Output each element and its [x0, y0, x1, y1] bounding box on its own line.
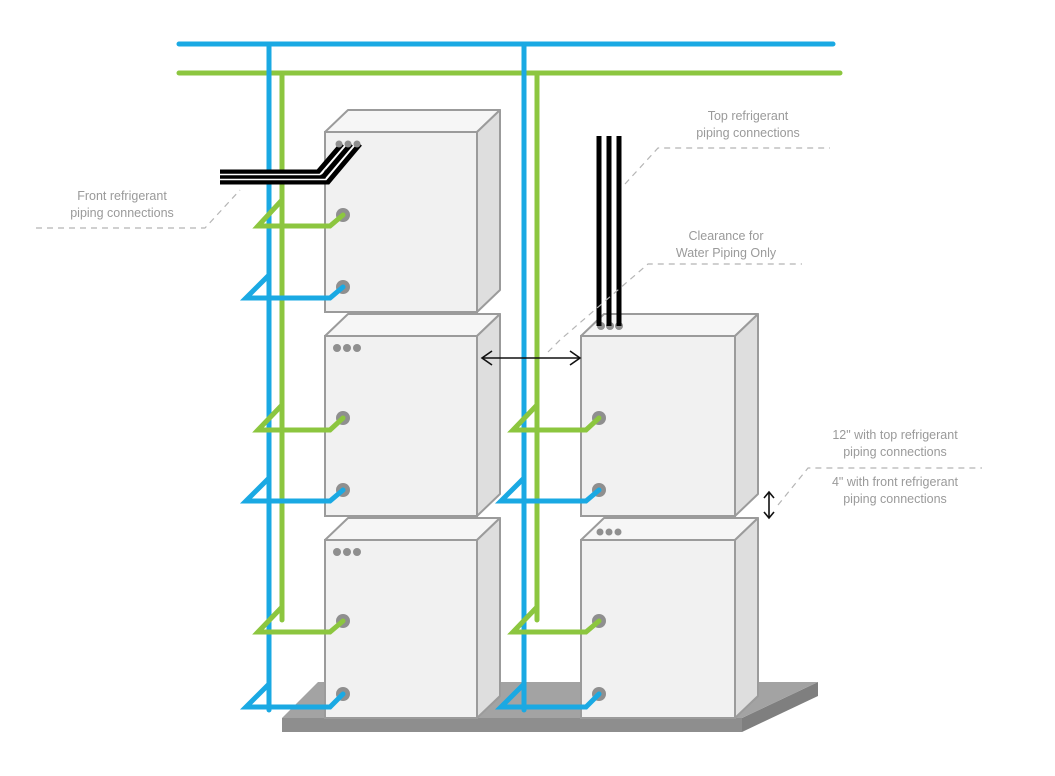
unit-right-middle: [580, 313, 759, 517]
unit-left-top: [324, 109, 501, 313]
label-top-refrigerant-2: piping connections: [696, 126, 800, 140]
unit-left-middle: [324, 313, 501, 517]
vertical-clearance-arrow: [763, 490, 775, 520]
label-vertical-top-2: piping connections: [843, 445, 947, 459]
right-riser-group: [521, 41, 540, 713]
leader-front-refrigerant: [36, 189, 241, 229]
label-top-refrigerant-1: Top refrigerant: [708, 109, 789, 123]
leader-vertical-clearance: [777, 467, 982, 506]
label-clearance-1: Clearance for: [688, 229, 763, 243]
top-refrigerant-pipes: [596, 136, 622, 326]
leader-top-refrigerant: [624, 147, 830, 185]
unit-right-bottom: [580, 517, 759, 719]
horizontal-clearance-arrow: [480, 350, 582, 366]
left-branch-connections: [239, 197, 346, 710]
label-vertical-front-1: 4" with front refrigerant: [832, 475, 959, 489]
left-riser-group: [266, 41, 285, 713]
unit-left-bottom: [324, 517, 501, 719]
leader-clearance: [547, 263, 802, 353]
label-vertical-front-2: piping connections: [843, 492, 947, 506]
label-clearance-2: Water Piping Only: [676, 246, 777, 260]
label-front-refrigerant-1: Front refrigerant: [77, 189, 167, 203]
label-vertical-top-1: 12" with top refrigerant: [832, 428, 958, 442]
front-refrigerant-pipes: [220, 140, 362, 185]
right-branch-connections: [494, 402, 602, 710]
label-front-refrigerant-2: piping connections: [70, 206, 174, 220]
